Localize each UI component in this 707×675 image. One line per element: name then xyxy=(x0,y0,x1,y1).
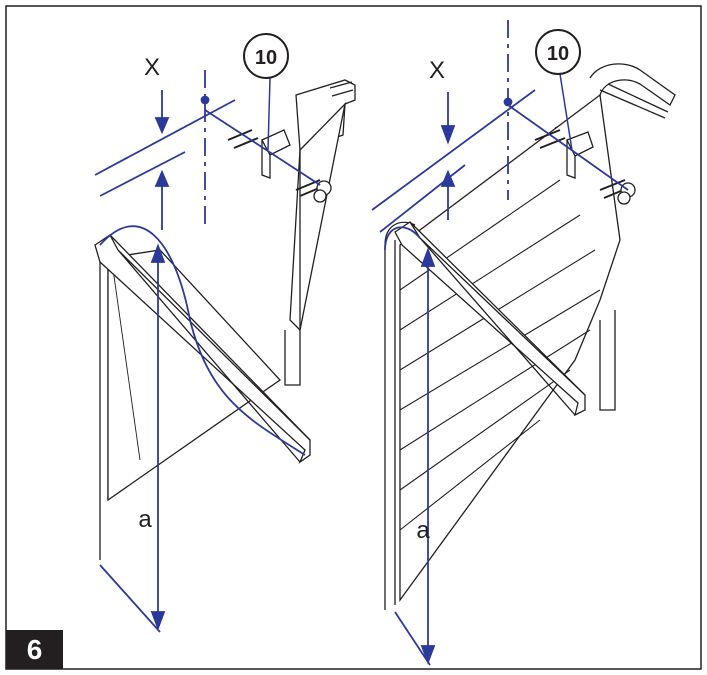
right-door-panel xyxy=(399,93,621,602)
left-callout-number: 10 xyxy=(255,47,277,69)
right-side-post xyxy=(599,310,616,411)
right-callout-leader xyxy=(559,73,573,151)
left-dimension-top xyxy=(94,99,236,176)
left-door-leaf xyxy=(107,249,281,502)
left-gap-label: X xyxy=(144,54,160,81)
right-swing-arc xyxy=(384,226,421,251)
left-dimensions xyxy=(94,70,321,633)
right-gap-label: X xyxy=(429,57,445,84)
right-panel-drawing xyxy=(384,63,676,610)
right-dimension-bracket xyxy=(507,104,629,191)
right-height-label: a xyxy=(416,517,430,544)
right-dimensions xyxy=(371,20,629,666)
right-callout-number: 10 xyxy=(547,43,569,65)
left-side-post xyxy=(284,330,301,386)
left-callout-leader xyxy=(267,77,271,151)
right-frame-vertical xyxy=(384,240,396,610)
left-dimension-upper xyxy=(99,151,186,197)
left-swing-arc xyxy=(99,225,306,456)
figure-number-badge: 6 xyxy=(6,630,63,669)
right-a-base xyxy=(394,611,431,666)
right-callout-circle xyxy=(535,29,581,75)
left-dimension-bracket xyxy=(204,109,321,186)
left-bolts xyxy=(227,129,325,197)
left-callout-circle xyxy=(243,33,289,79)
right-dimension-top xyxy=(371,89,536,211)
left-height-label: a xyxy=(138,506,152,533)
left-panel-drawing xyxy=(94,79,356,560)
right-bolts xyxy=(534,129,629,199)
right-dimension-upper xyxy=(379,164,466,233)
left-a-base xyxy=(99,564,161,633)
